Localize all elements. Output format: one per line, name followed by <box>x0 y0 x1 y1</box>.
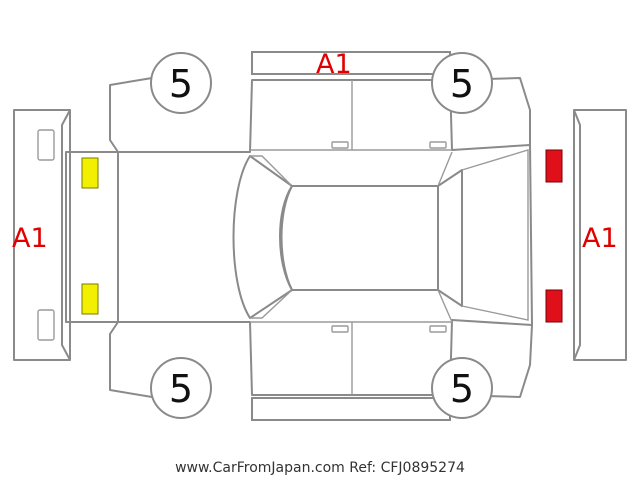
windshield <box>232 155 293 319</box>
front-bumper-grade: A1 <box>12 223 48 254</box>
tire-front-right <box>150 357 212 419</box>
roof-grade: A1 <box>316 49 352 80</box>
car-body <box>65 77 533 398</box>
roof-strip-bottom <box>251 397 451 421</box>
rear-glass <box>437 149 529 323</box>
tire-rear-left <box>431 52 493 114</box>
roof-panel <box>280 185 439 291</box>
rear-bumper-grade: A1 <box>582 223 618 254</box>
tire-rear-right <box>431 357 493 419</box>
tire-front-right-grade: 5 <box>169 367 193 411</box>
tire-front-left-grade: 5 <box>169 62 193 106</box>
rear-bumper-panel <box>573 109 627 361</box>
rear-lamp-marker-bottom <box>545 289 563 323</box>
tire-front-left <box>150 52 212 114</box>
tire-rear-right-grade: 5 <box>450 367 474 411</box>
tire-rear-left-grade: 5 <box>450 62 474 106</box>
source-watermark: www.CarFromJapan.com Ref: CFJ0895274 <box>175 460 465 476</box>
rear-lamp-marker-top <box>545 149 563 183</box>
front-bumper-panel <box>13 109 71 361</box>
front-lamp-marker-bottom <box>81 283 99 315</box>
front-lamp-marker-top <box>81 157 99 189</box>
